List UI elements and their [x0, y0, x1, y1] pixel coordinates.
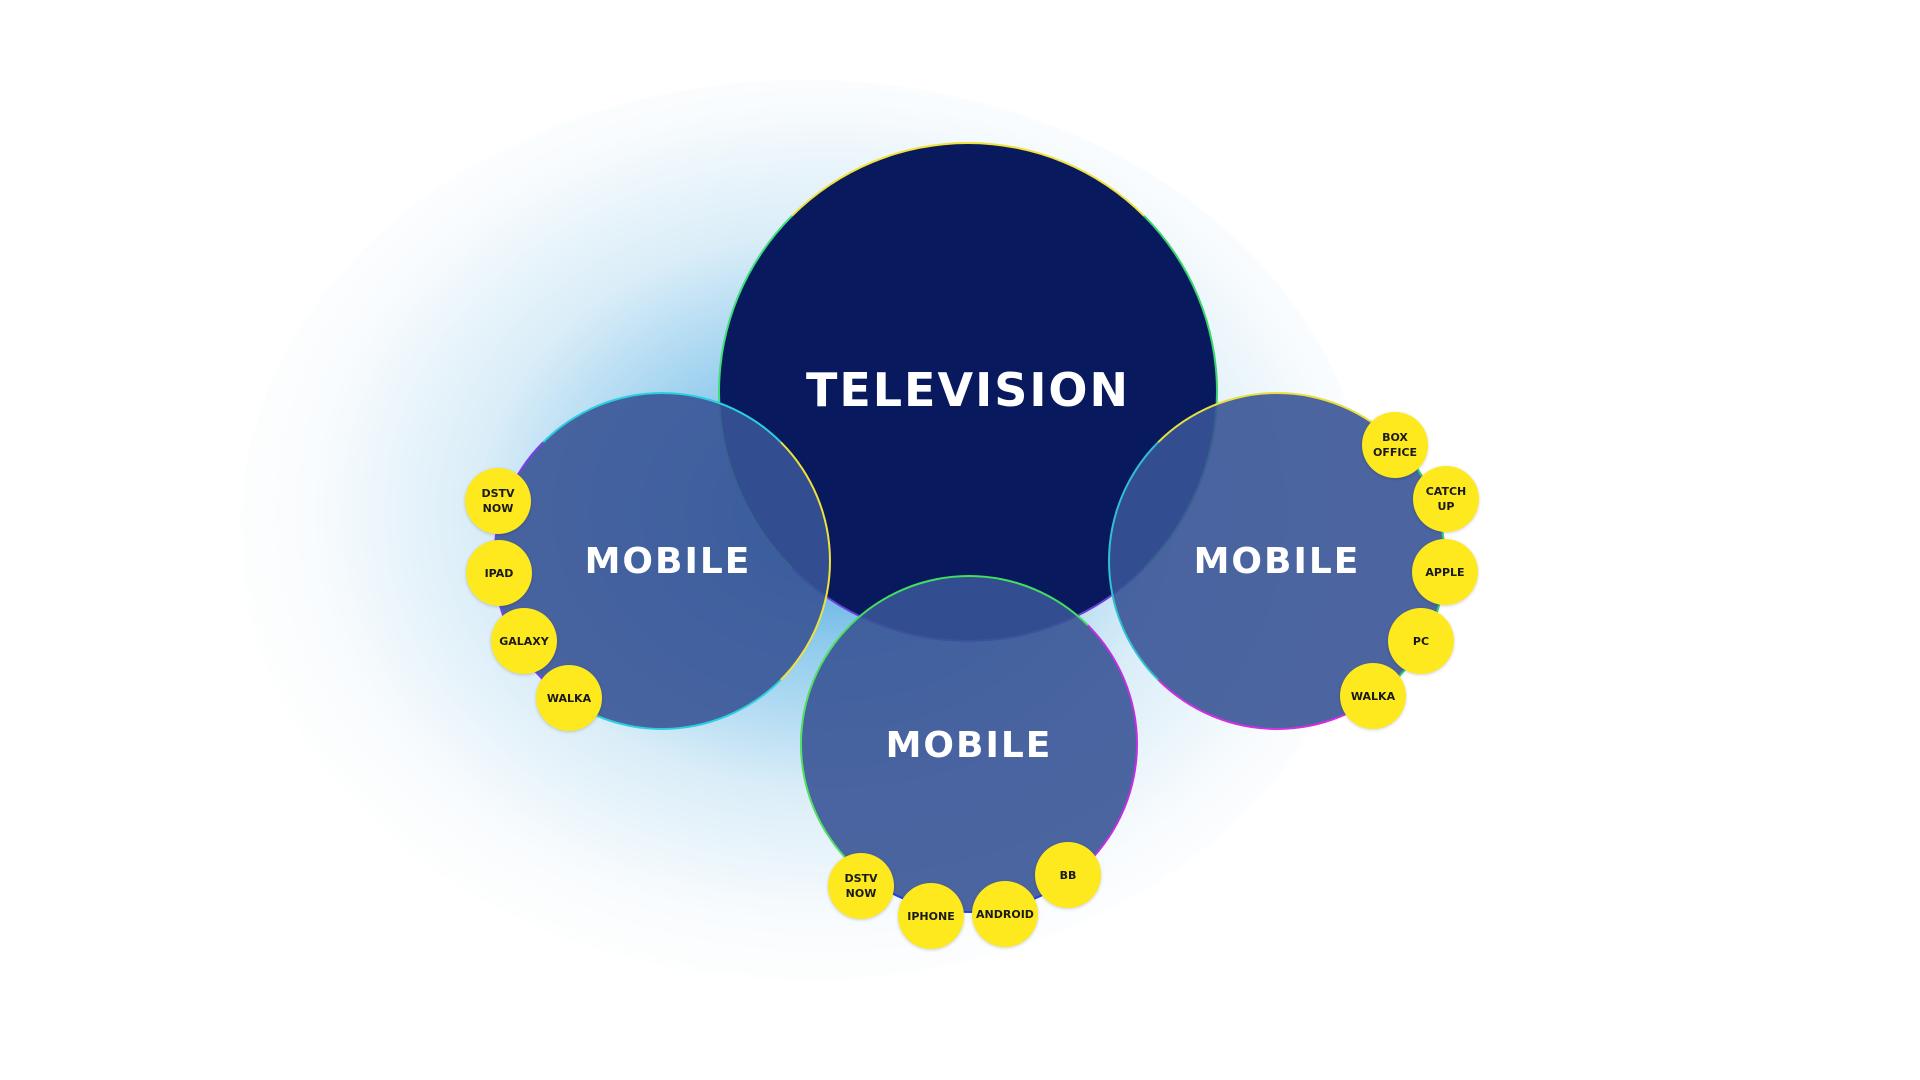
device-badge-dstv-now-left: DSTV NOW [465, 468, 531, 534]
device-badge-label: APPLE [1425, 565, 1465, 579]
device-badge-label: CATCH UP [1425, 485, 1467, 513]
device-badge-label: BOX OFFICE [1372, 431, 1418, 459]
television-label: TELEVISION [805, 363, 1131, 417]
device-badge-label: IPAD [484, 566, 514, 580]
device-badge-label: WALKA [546, 691, 592, 705]
device-badge-label: GALAXY [499, 634, 549, 648]
device-badge-label: PC [1412, 634, 1430, 648]
device-badge-apple: APPLE [1412, 539, 1478, 605]
device-badge-label: ANDROID [976, 907, 1034, 921]
device-badge-label: DSTV NOW [481, 487, 515, 515]
device-badge-galaxy: GALAXY [491, 608, 557, 674]
device-badge-box-office: BOX OFFICE [1362, 412, 1428, 478]
device-badge-android: ANDROID [972, 881, 1038, 947]
device-badge-bb: BB [1035, 842, 1101, 908]
device-badge-label: IPHONE [907, 909, 955, 923]
device-badge-label: WALKA [1350, 689, 1396, 703]
mobile-bottom-label: MOBILE [885, 725, 1053, 766]
device-badge-walka-left: WALKA [536, 665, 602, 731]
device-badge-label: BB [1059, 868, 1077, 882]
device-badge-iphone: IPHONE [898, 883, 964, 949]
device-badge-walka-right: WALKA [1340, 663, 1406, 729]
device-badge-pc: PC [1388, 608, 1454, 674]
mobile-left-label: MOBILE [584, 540, 752, 582]
device-badge-dstv-now-bottom: DSTV NOW [828, 853, 894, 919]
mobile-circle-bottom: MOBILE [800, 575, 1138, 913]
device-badge-label: DSTV NOW [844, 872, 878, 900]
device-badge-catch-up: CATCH UP [1413, 466, 1479, 532]
mobile-right-label: MOBILE [1193, 540, 1361, 582]
device-badge-ipad: IPAD [466, 540, 532, 606]
